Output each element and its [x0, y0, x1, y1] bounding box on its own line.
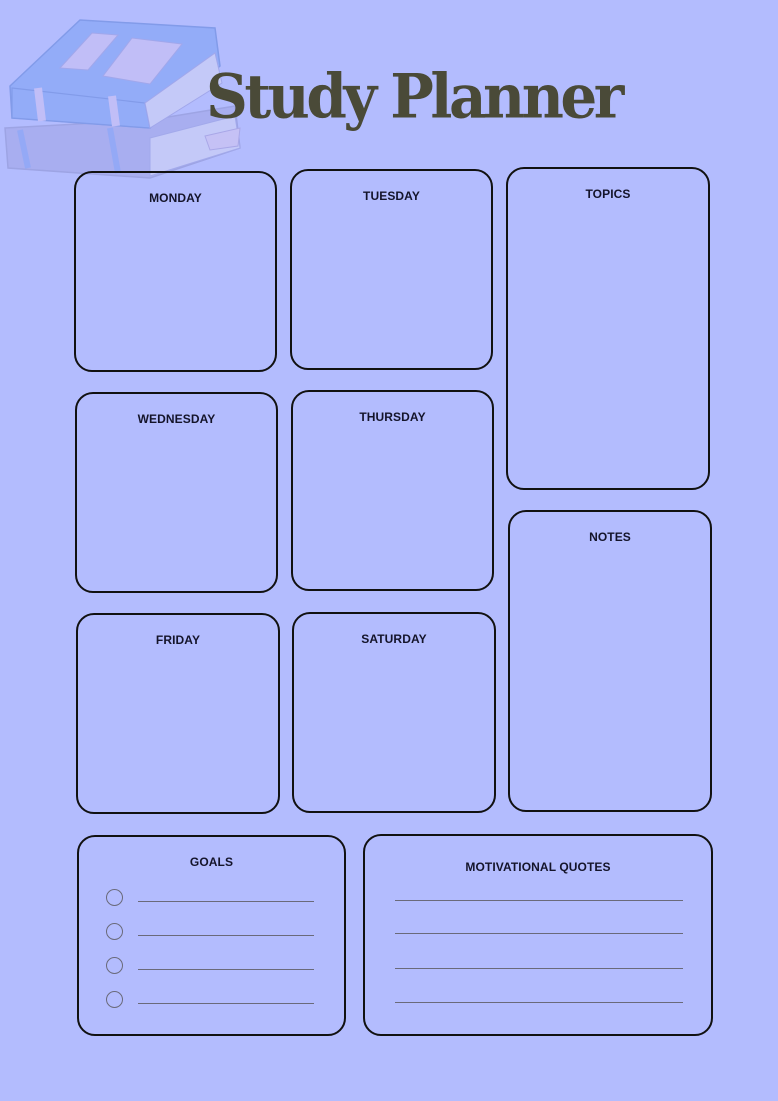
goal-item[interactable]	[106, 923, 346, 943]
notes-label: NOTES	[589, 530, 631, 544]
day-box-saturday[interactable]: SATURDAY	[292, 612, 496, 813]
day-label: SATURDAY	[361, 632, 427, 646]
topics-label: TOPICS	[585, 187, 631, 201]
checkbox-circle-icon[interactable]	[106, 923, 123, 940]
quote-line[interactable]	[395, 933, 683, 934]
checkbox-circle-icon[interactable]	[106, 889, 123, 906]
day-label: MONDAY	[149, 191, 202, 205]
goal-item[interactable]	[106, 889, 346, 909]
day-box-wednesday[interactable]: WEDNESDAY	[75, 392, 278, 593]
goal-line[interactable]	[138, 1003, 314, 1004]
goal-item[interactable]	[106, 957, 346, 977]
quote-line[interactable]	[395, 968, 683, 969]
page-title: Study Planner	[206, 60, 624, 133]
day-label: THURSDAY	[359, 410, 426, 424]
day-box-monday[interactable]: MONDAY	[74, 171, 277, 372]
day-box-tuesday[interactable]: TUESDAY	[290, 169, 493, 370]
goal-line[interactable]	[138, 935, 314, 936]
day-label: FRIDAY	[155, 633, 201, 647]
day-box-thursday[interactable]: THURSDAY	[291, 390, 494, 591]
books-icon	[4, 19, 241, 179]
goal-item[interactable]	[106, 991, 346, 1011]
day-label: TUESDAY	[363, 189, 420, 203]
topics-box[interactable]: TOPICS	[506, 167, 710, 490]
goal-line[interactable]	[138, 969, 314, 970]
checkbox-circle-icon[interactable]	[106, 957, 123, 974]
goal-line[interactable]	[138, 901, 314, 902]
notes-box[interactable]: NOTES	[508, 510, 712, 812]
day-box-friday[interactable]: FRIDAY	[76, 613, 280, 814]
checkbox-circle-icon[interactable]	[106, 991, 123, 1008]
quote-line[interactable]	[395, 900, 683, 901]
quotes-label: MOTIVATIONAL QUOTES	[465, 860, 611, 874]
goals-label: GOALS	[189, 855, 234, 869]
quote-line[interactable]	[395, 1002, 683, 1003]
quotes-box: MOTIVATIONAL QUOTES	[363, 834, 713, 1036]
goals-box: GOALS	[77, 835, 346, 1036]
day-label: WEDNESDAY	[137, 412, 216, 426]
